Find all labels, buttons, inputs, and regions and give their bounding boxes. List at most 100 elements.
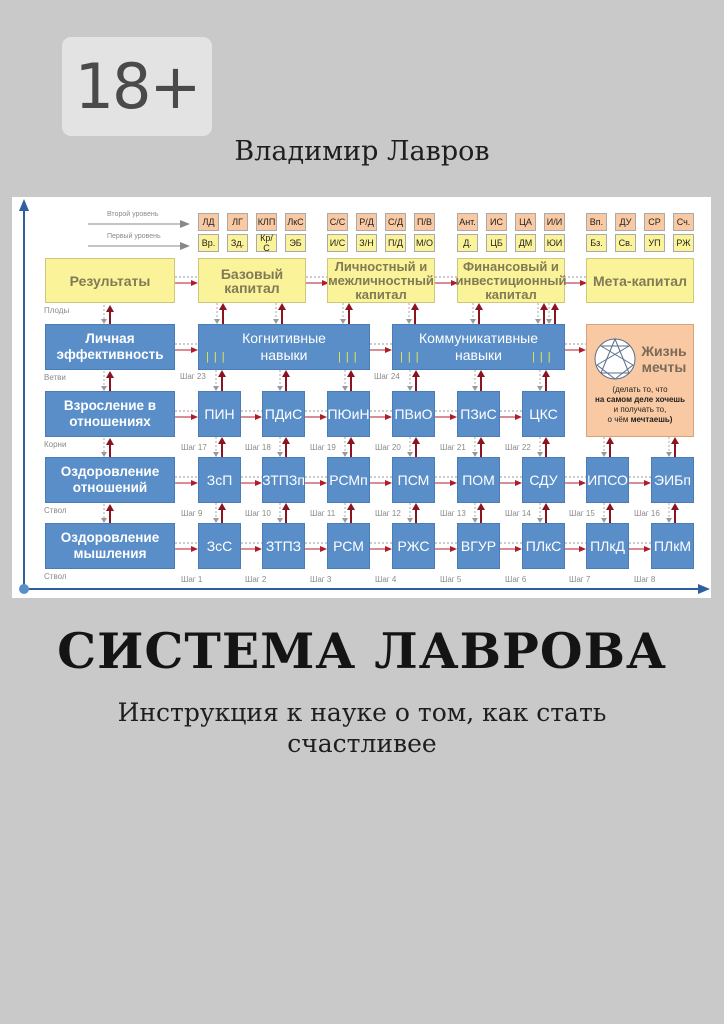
step-label: Шаг 2 bbox=[245, 575, 267, 584]
skill-marks: ||| bbox=[400, 351, 424, 363]
first-level-code: И/С bbox=[327, 234, 348, 252]
step-box: ПДиС bbox=[262, 391, 305, 437]
first-level-code: Св. bbox=[615, 234, 636, 252]
age-rating-badge: 18+ bbox=[62, 37, 212, 136]
step-label: Шаг 13 bbox=[440, 509, 466, 518]
step-label: Шаг 4 bbox=[375, 575, 397, 584]
second-level-code: Вп. bbox=[586, 213, 607, 231]
first-level-code: Бз. bbox=[586, 234, 607, 252]
second-level-code: ИС bbox=[486, 213, 507, 231]
second-level-code: ЛГ bbox=[227, 213, 248, 231]
step-label: Шаг 24 bbox=[374, 372, 400, 381]
second-level-code: Сч. bbox=[673, 213, 694, 231]
first-level-code: Д. bbox=[457, 234, 478, 252]
capital-box: Личностный и межличностный капитал bbox=[327, 258, 435, 303]
second-level-code: Р/Д bbox=[356, 213, 377, 231]
step-label: Шаг 21 bbox=[440, 443, 466, 452]
first-level-code: ЮИ bbox=[544, 234, 565, 252]
row-level-label: Корни bbox=[44, 440, 67, 449]
results-box: Результаты bbox=[45, 258, 175, 303]
step-box: ПВиО bbox=[392, 391, 435, 437]
step-label: Шаг 22 bbox=[505, 443, 531, 452]
second-level-code: ДУ bbox=[615, 213, 636, 231]
step-label: Шаг 18 bbox=[245, 443, 271, 452]
step-box: РСМп bbox=[327, 457, 370, 503]
first-level-code: П/Д bbox=[385, 234, 406, 252]
book-subtitle: Инструкция к науке о том, как стать счас… bbox=[117, 698, 607, 758]
row-level-label: Ствол bbox=[44, 572, 67, 581]
step-label: Шаг 12 bbox=[375, 509, 401, 518]
enneagram-icon bbox=[594, 337, 636, 380]
first-level-code: Кр/С bbox=[256, 233, 277, 253]
step-box: ЗсС bbox=[198, 523, 241, 569]
axes bbox=[19, 199, 710, 594]
skill-marks: ||| bbox=[532, 351, 556, 363]
step-label: Шаг 5 bbox=[440, 575, 462, 584]
first-level-code: ЦБ bbox=[486, 234, 507, 252]
step-label: Шаг 11 bbox=[310, 509, 336, 518]
row-level-label: Ветви bbox=[44, 373, 66, 382]
skill-marks: ||| bbox=[338, 351, 362, 363]
step-box: ПСМ bbox=[392, 457, 435, 503]
second-level-code: С/С bbox=[327, 213, 348, 231]
step-label: Шаг 6 bbox=[505, 575, 527, 584]
step-label: Шаг 20 bbox=[375, 443, 401, 452]
step-label: Шаг 19 bbox=[310, 443, 336, 452]
first-level-code: М/О bbox=[414, 234, 435, 252]
left-category-box: Оздоровление мышления bbox=[45, 523, 175, 569]
second-level-code: СР bbox=[644, 213, 665, 231]
first-level-code: УП bbox=[644, 234, 665, 252]
first-level-code: ДМ bbox=[515, 234, 536, 252]
axis-arrow-icon bbox=[698, 584, 710, 594]
step-label: Шаг 8 bbox=[634, 575, 656, 584]
step-box: ПЛкД bbox=[586, 523, 629, 569]
step-box: ВГУР bbox=[457, 523, 500, 569]
step-box: ЭИБп bbox=[651, 457, 694, 503]
author-name: Владимир Лавров bbox=[234, 136, 490, 167]
step-label: Шаг 17 bbox=[181, 443, 207, 452]
axis-origin bbox=[19, 584, 29, 594]
second-level-code: ЦА bbox=[515, 213, 536, 231]
skill-marks: ||| bbox=[206, 351, 230, 363]
step-label: Шаг 14 bbox=[505, 509, 531, 518]
step-label: Шаг 10 bbox=[245, 509, 271, 518]
second-level-code: КЛП bbox=[256, 213, 277, 231]
row-level-label: Плоды bbox=[44, 306, 70, 315]
step-box: РСМ bbox=[327, 523, 370, 569]
left-category-box: Взросление в отношениях bbox=[45, 391, 175, 437]
step-box: ПЛкС bbox=[522, 523, 565, 569]
step-box: ПОМ bbox=[457, 457, 500, 503]
left-category-box: Личная эффективность bbox=[45, 324, 175, 370]
left-category-box: Оздоровление отношений bbox=[45, 457, 175, 503]
book-title: СИСТЕМА ЛАВРОВА bbox=[57, 622, 667, 680]
capital-box: Финансовый и инвестиционный капитал bbox=[455, 258, 567, 303]
row-level-label: Ствол bbox=[44, 506, 67, 515]
level-arrow-label: Второй уровень bbox=[107, 211, 159, 218]
second-level-code: Ант. bbox=[457, 213, 478, 231]
step-box: РЖС bbox=[392, 523, 435, 569]
first-level-code: РЖ bbox=[673, 234, 694, 252]
step-label: Шаг 16 bbox=[634, 509, 660, 518]
step-box: ЗТПЗп bbox=[262, 457, 305, 503]
first-level-code: З/Н bbox=[356, 234, 377, 252]
first-level-code: Вр. bbox=[198, 234, 219, 252]
second-level-code: П/В bbox=[414, 213, 435, 231]
step-box: ПЛкМ bbox=[651, 523, 694, 569]
step-box: ПЗиС bbox=[457, 391, 500, 437]
capital-box: Мета-капитал bbox=[586, 258, 694, 303]
capital-box: Базовый капитал bbox=[198, 258, 306, 303]
step-label: Шаг 7 bbox=[569, 575, 591, 584]
step-box: ИПСО bbox=[586, 457, 629, 503]
step-box: ЗТПЗ bbox=[262, 523, 305, 569]
step-box: ЗсП bbox=[198, 457, 241, 503]
step-label: Шаг 9 bbox=[181, 509, 203, 518]
first-level-code: Зд. bbox=[227, 234, 248, 252]
step-box: ПЮиН bbox=[327, 391, 370, 437]
